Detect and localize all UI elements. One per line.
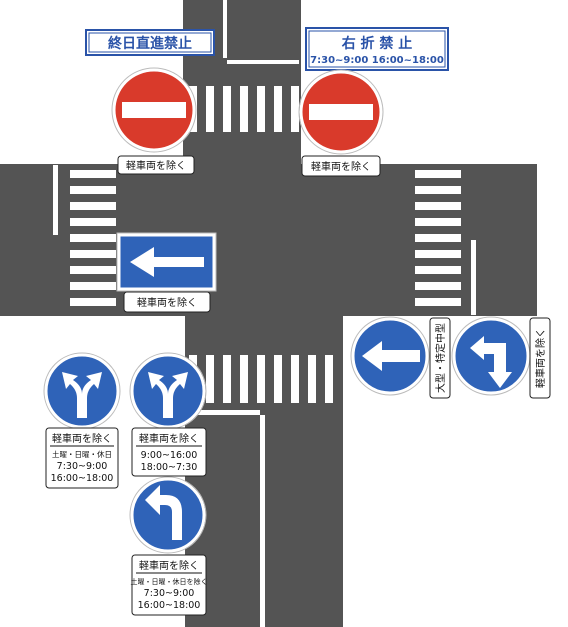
panel-no-right-turn-title: 右 折 禁 止 xyxy=(341,35,413,52)
bottom-sign-1-line1: 土曜・日曜・休日 xyxy=(52,449,112,459)
bottom-sign-3-line1: 土曜・日曜・休日を除く xyxy=(131,577,208,586)
center-line-north xyxy=(223,0,227,58)
designated-direction-left-down-sign: 軽車両を除く xyxy=(451,316,551,399)
road-vertical-north xyxy=(183,0,301,165)
bottom-sign-3-line2: 7:30~9:00 xyxy=(144,588,195,599)
no-entry-sign-left: 軽車両を除く xyxy=(111,67,197,175)
crosswalk-east xyxy=(415,170,461,306)
bottom-sign-2: 軽車両を除く 9:00~16:00 18:00~7:30 xyxy=(129,352,207,477)
bottom-sign-2-header: 軽車両を除く xyxy=(139,432,199,445)
no-entry-right-plate: 軽車両を除く xyxy=(311,160,371,173)
bottom-sign-1: 軽車両を除く 土曜・日曜・休日 7:30~9:00 16:00~18:00 xyxy=(43,352,121,489)
bottom-sign-3-header: 軽車両を除く xyxy=(139,559,199,572)
one-way-plate: 軽車両を除く xyxy=(137,296,197,309)
left-arrow-icon xyxy=(130,247,204,277)
panel-no-straight-title: 終日直進禁止 xyxy=(108,35,192,52)
stop-line-west xyxy=(53,165,58,235)
bottom-sign-3-line3: 16:00~18:00 xyxy=(138,600,201,611)
one-way-sign: 軽車両を除く xyxy=(116,232,217,313)
left-down-arrow-icon xyxy=(470,336,512,388)
no-entry-left-plate: 軽車両を除く xyxy=(126,159,186,172)
stop-line-east xyxy=(471,240,476,315)
no-entry-sign-right: 軽車両を除く xyxy=(298,69,384,177)
bottom-sign-2-line2: 18:00~7:30 xyxy=(141,462,198,473)
stop-line-north xyxy=(227,60,299,64)
designated-left-plate: 大型・特定中型 xyxy=(434,323,447,393)
stop-line-south xyxy=(188,410,260,415)
left-turn-arrow-icon xyxy=(145,485,182,540)
panel-no-right-turn-time: 7:30~9:00 16:00~18:00 xyxy=(310,55,444,66)
fork-arrow-icon xyxy=(62,372,102,418)
center-line-south xyxy=(260,415,265,627)
designated-direction-left-sign: 大型・特定中型 xyxy=(350,316,451,399)
crosswalk-west xyxy=(70,170,116,306)
designated-left-down-plate: 軽車両を除く xyxy=(534,328,547,388)
bottom-sign-2-line1: 9:00~16:00 xyxy=(141,450,198,461)
bottom-sign-1-line2: 7:30~9:00 xyxy=(57,461,108,472)
lane-lines xyxy=(53,0,476,627)
panel-no-right-turn: 右 折 禁 止 7:30~9:00 16:00~18:00 xyxy=(305,27,449,71)
fork-arrow-icon xyxy=(148,372,188,418)
left-arrow-icon xyxy=(362,341,420,371)
bottom-sign-3: 軽車両を除く 土曜・日曜・休日を除く 7:30~9:00 16:00~18:00 xyxy=(129,476,208,616)
bottom-sign-1-header: 軽車両を除く xyxy=(52,432,112,445)
crosswalk-south xyxy=(189,355,333,403)
bottom-sign-1-line3: 16:00~18:00 xyxy=(51,473,114,484)
panel-no-straight: 終日直進禁止 xyxy=(85,29,215,56)
